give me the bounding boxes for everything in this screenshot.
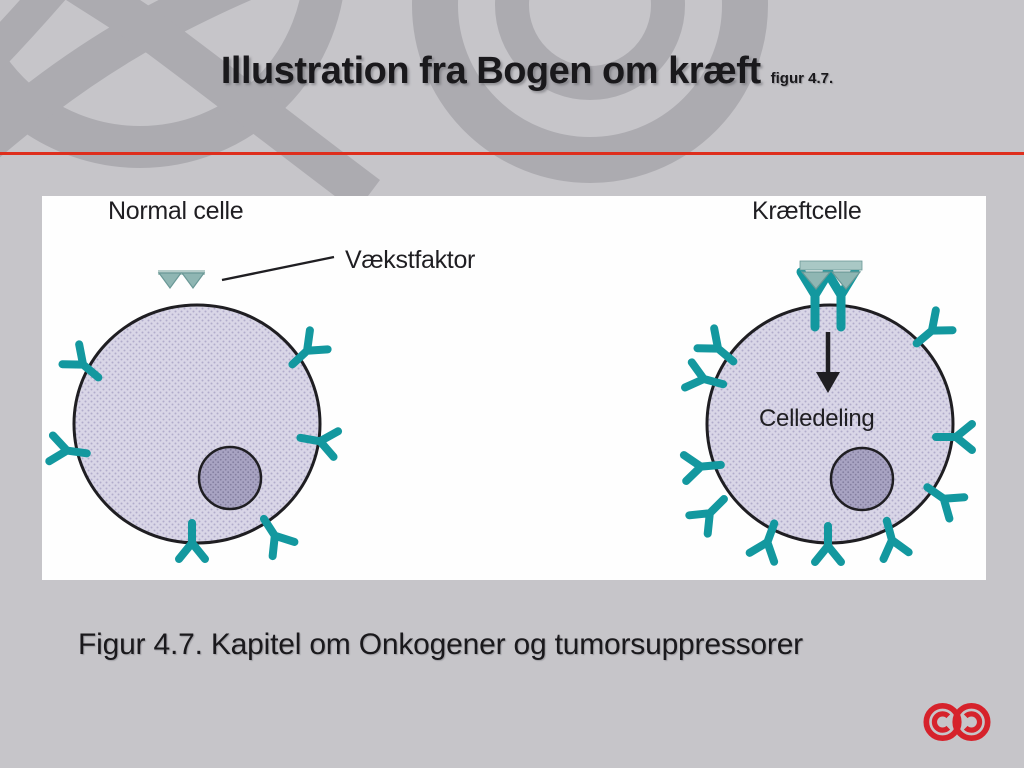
arrow-down-icon (816, 332, 840, 393)
slide-header: Illustration fra Bogen om kræft figur 4.… (0, 50, 1024, 93)
bound-growth-factor-icon (799, 260, 863, 290)
normal-cell-body (72, 303, 322, 545)
cell-division-label: Celledeling (759, 405, 875, 432)
normal-cell (49, 255, 338, 559)
receptor-icon (908, 310, 952, 353)
growth-factor-icon (157, 270, 206, 290)
normal-cell-nucleus (197, 445, 263, 511)
cancer-cell-nucleus (829, 446, 895, 512)
normal-cell-label: Normal celle (108, 197, 244, 225)
growth-factor-pointer-line (221, 255, 335, 282)
organization-logo-icon (918, 700, 996, 744)
page-title: Illustration fra Bogen om kræft (220, 50, 761, 92)
receptor-icon (689, 490, 733, 534)
figure-panel: Normal celle Kræftcelle Vækstfaktor Cell… (42, 196, 986, 580)
growth-factor-label: Vækstfaktor (345, 246, 476, 274)
cell-illustration (42, 255, 986, 580)
accent-divider-line (0, 152, 1024, 155)
cancer-cell (684, 260, 972, 562)
cancer-cell-label: Kræftcelle (752, 197, 862, 225)
figure-caption: Figur 4.7. Kapitel om Onkogener og tumor… (78, 628, 803, 661)
watermark-logo-icon (0, 0, 1024, 196)
page-title-suffix: figur 4.7. (770, 70, 834, 87)
